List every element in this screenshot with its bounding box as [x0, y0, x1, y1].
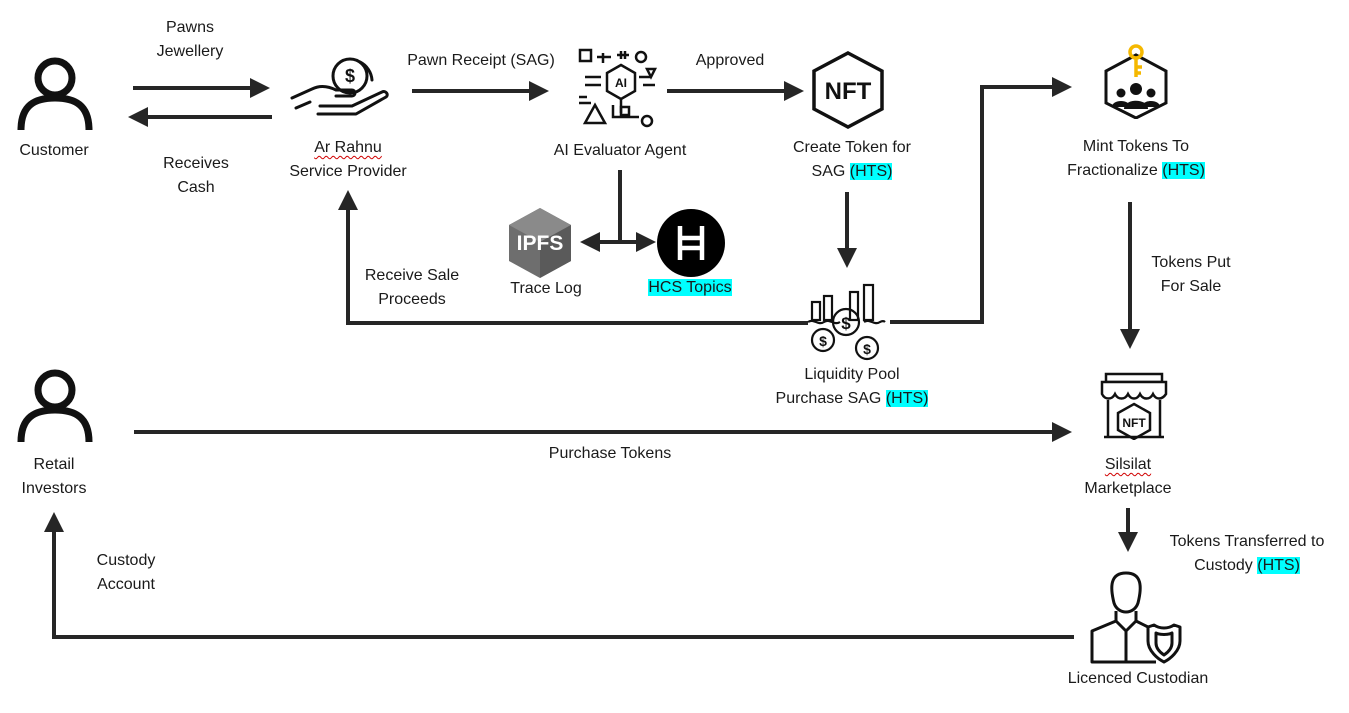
marketplace-label: Silsilat Marketplace [1058, 453, 1198, 501]
liquidity-pool-icon: $ $ $ [807, 283, 886, 361]
liquidity-line2: Purchase SAG (HTS) [775, 390, 929, 407]
mint-line1: Mint Tokens To [1082, 138, 1190, 155]
hts-tag: (HTS) [1257, 557, 1300, 574]
customer-label: Customer [19, 142, 89, 159]
svg-text:$: $ [863, 341, 871, 357]
liquidity-line1: Liquidity Pool [804, 366, 900, 383]
hts-tag: (HTS) [885, 390, 929, 407]
edge-tokens-put-line1: Tokens Put [1151, 254, 1231, 271]
key-people-hexagon-icon [1104, 44, 1168, 119]
edge-pawns-label: Pawns Jewellery [140, 16, 240, 64]
edge-transferred-line2: Custody (HTS) [1194, 557, 1300, 574]
edge-custody-account-line1: Custody [96, 552, 156, 569]
svg-text:$: $ [819, 333, 827, 349]
edge-custody-account-line2: Account [97, 576, 155, 593]
retail-line2: Investors [21, 480, 87, 497]
nft-store-icon: NFT [1100, 372, 1168, 440]
edge-receive-sale-line1: Receive Sale [364, 267, 460, 284]
ipfs-cube-text: IPFS [517, 232, 564, 255]
nft-hexagon-icon: NFT [812, 51, 884, 129]
mint-line2: Fractionalize (HTS) [1067, 162, 1205, 179]
custodian-shield-icon [1090, 571, 1182, 664]
provider-label-line1: Ar Rahnu [314, 139, 382, 156]
arrow-custody-account [44, 512, 1074, 639]
provider-label: Ar Rahnu Service Provider [268, 136, 428, 184]
hedera-logo-icon [657, 209, 725, 277]
edge-purchase-tokens-label: Purchase Tokens [548, 445, 672, 462]
mint-label: Mint Tokens To Fractionalize (HTS) [1036, 135, 1236, 183]
marketplace-line2: Marketplace [1084, 480, 1172, 497]
marketplace-line1: Silsilat [1104, 456, 1152, 473]
edge-receive-sale-line2: Proceeds [378, 291, 446, 308]
hcs-topics-text: HCS Topics [648, 279, 732, 296]
hts-tag: (HTS) [1162, 162, 1205, 179]
edge-receives-cash-line2: Cash [177, 179, 215, 196]
ai-chip-text: AI [615, 76, 627, 90]
nft-create-label: Create Token for SAG (HTS) [762, 136, 942, 184]
nft-hexagon-text: NFT [825, 78, 872, 105]
nft-create-line1: Create Token for [793, 139, 911, 156]
edge-receive-sale-label: Receive Sale Proceeds [352, 264, 472, 312]
edge-transferred-line1: Tokens Transferred to [1169, 533, 1325, 550]
hts-tag: (HTS) [849, 163, 893, 180]
edge-custody-account-label: Custody Account [76, 549, 176, 597]
arrow-receive-sale [338, 190, 808, 325]
ipfs-label: Trace Log [510, 280, 582, 297]
hand-coin-icon: $ [290, 57, 389, 116]
svg-text:$: $ [841, 314, 851, 333]
edge-pawns-line1: Pawns [165, 19, 215, 36]
edge-tokens-put-label: Tokens Put For Sale [1138, 251, 1244, 299]
svg-text:$: $ [345, 66, 355, 86]
edge-pawns-line2: Jewellery [156, 43, 224, 60]
customer-person-icon [17, 57, 93, 131]
edge-approved-label: Approved [695, 52, 765, 69]
nft-store-text: NFT [1122, 416, 1146, 430]
ipfs-cube-icon: IPFS [509, 208, 571, 278]
provider-label-line2: Service Provider [289, 163, 407, 180]
arrow-liquidity-to-mint [890, 77, 1072, 324]
ai-agent-label: AI Evaluator Agent [553, 142, 687, 159]
edge-receives-cash-line1: Receives [163, 155, 229, 172]
hcs-label: HCS Topics [630, 276, 750, 300]
nft-create-line2: SAG (HTS) [811, 163, 893, 180]
liquidity-label: Liquidity Pool Purchase SAG (HTS) [752, 363, 952, 411]
edge-receives-cash-label: Receives Cash [146, 152, 246, 200]
custodian-label: Licenced Custodian [1067, 670, 1209, 687]
edge-pawn-receipt-label: Pawn Receipt (SAG) [407, 52, 555, 69]
edge-tokens-put-line2: For Sale [1160, 278, 1222, 295]
ai-chip-icon: AI [578, 48, 658, 128]
retail-line1: Retail [33, 456, 75, 473]
retail-investor-person-icon [17, 369, 93, 443]
retail-label: Retail Investors [4, 453, 104, 501]
edge-transferred-label: Tokens Transferred to Custody (HTS) [1152, 530, 1342, 578]
